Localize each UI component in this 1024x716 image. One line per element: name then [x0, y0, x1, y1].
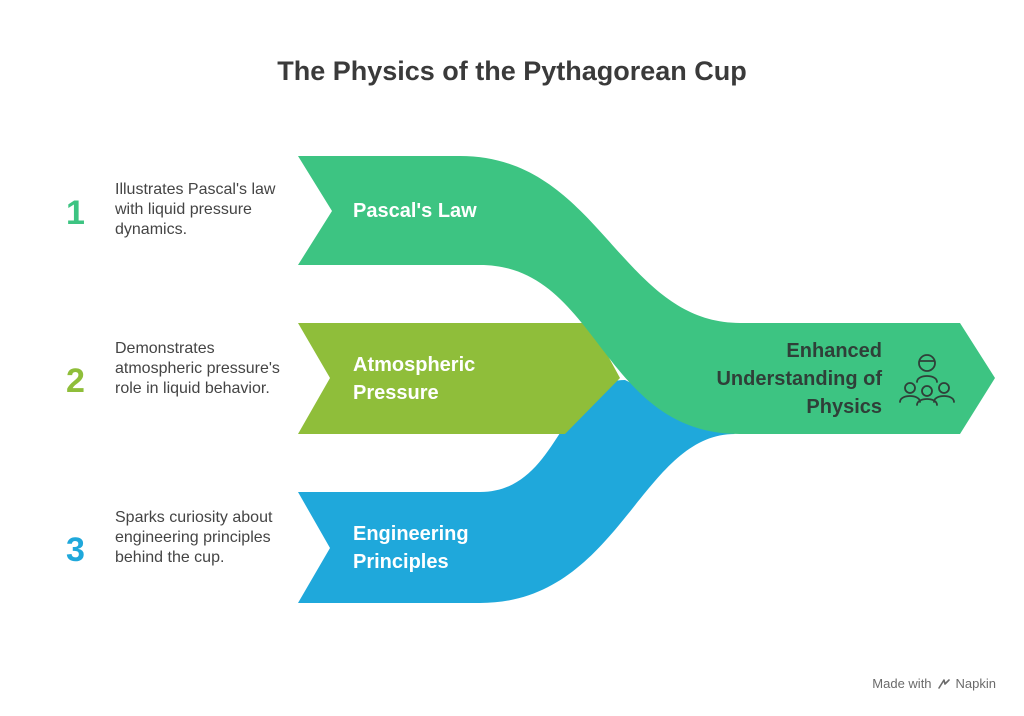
flow-label-engineering-principles: Engineering Principles: [353, 523, 469, 573]
napkin-logo-icon: [937, 678, 950, 689]
step-description-3: Sparks curiosity about engineering princ…: [115, 509, 273, 566]
flow-band-pascals-law: [298, 156, 995, 434]
diagram-title: The Physics of the Pythagorean Cup: [277, 56, 747, 86]
flow-label-atmospheric-pressure: Atmospheric Pressure: [353, 354, 476, 404]
napkin-brand-text: Napkin: [955, 676, 996, 691]
flow-band-atmospheric-pressure: [298, 323, 620, 434]
team-people-icon: [899, 354, 955, 406]
made-with-napkin-badge: Made with Napkin: [872, 676, 996, 691]
step-number-2: 2: [66, 362, 85, 400]
step-description-1: Illustrates Pascal's law with liquid pre…: [115, 181, 276, 238]
flow-band-engineering-principles: [298, 380, 735, 603]
step-number-1: 1: [66, 194, 85, 232]
step-description-2: Demonstrates atmospheric pressure's role…: [115, 340, 280, 397]
step-number-3: 3: [66, 531, 85, 569]
flow-label-pascals-law: Pascal's Law: [353, 200, 477, 222]
result-label: Enhanced Understanding of Physics: [716, 340, 882, 418]
made-with-text: Made with: [872, 676, 932, 691]
